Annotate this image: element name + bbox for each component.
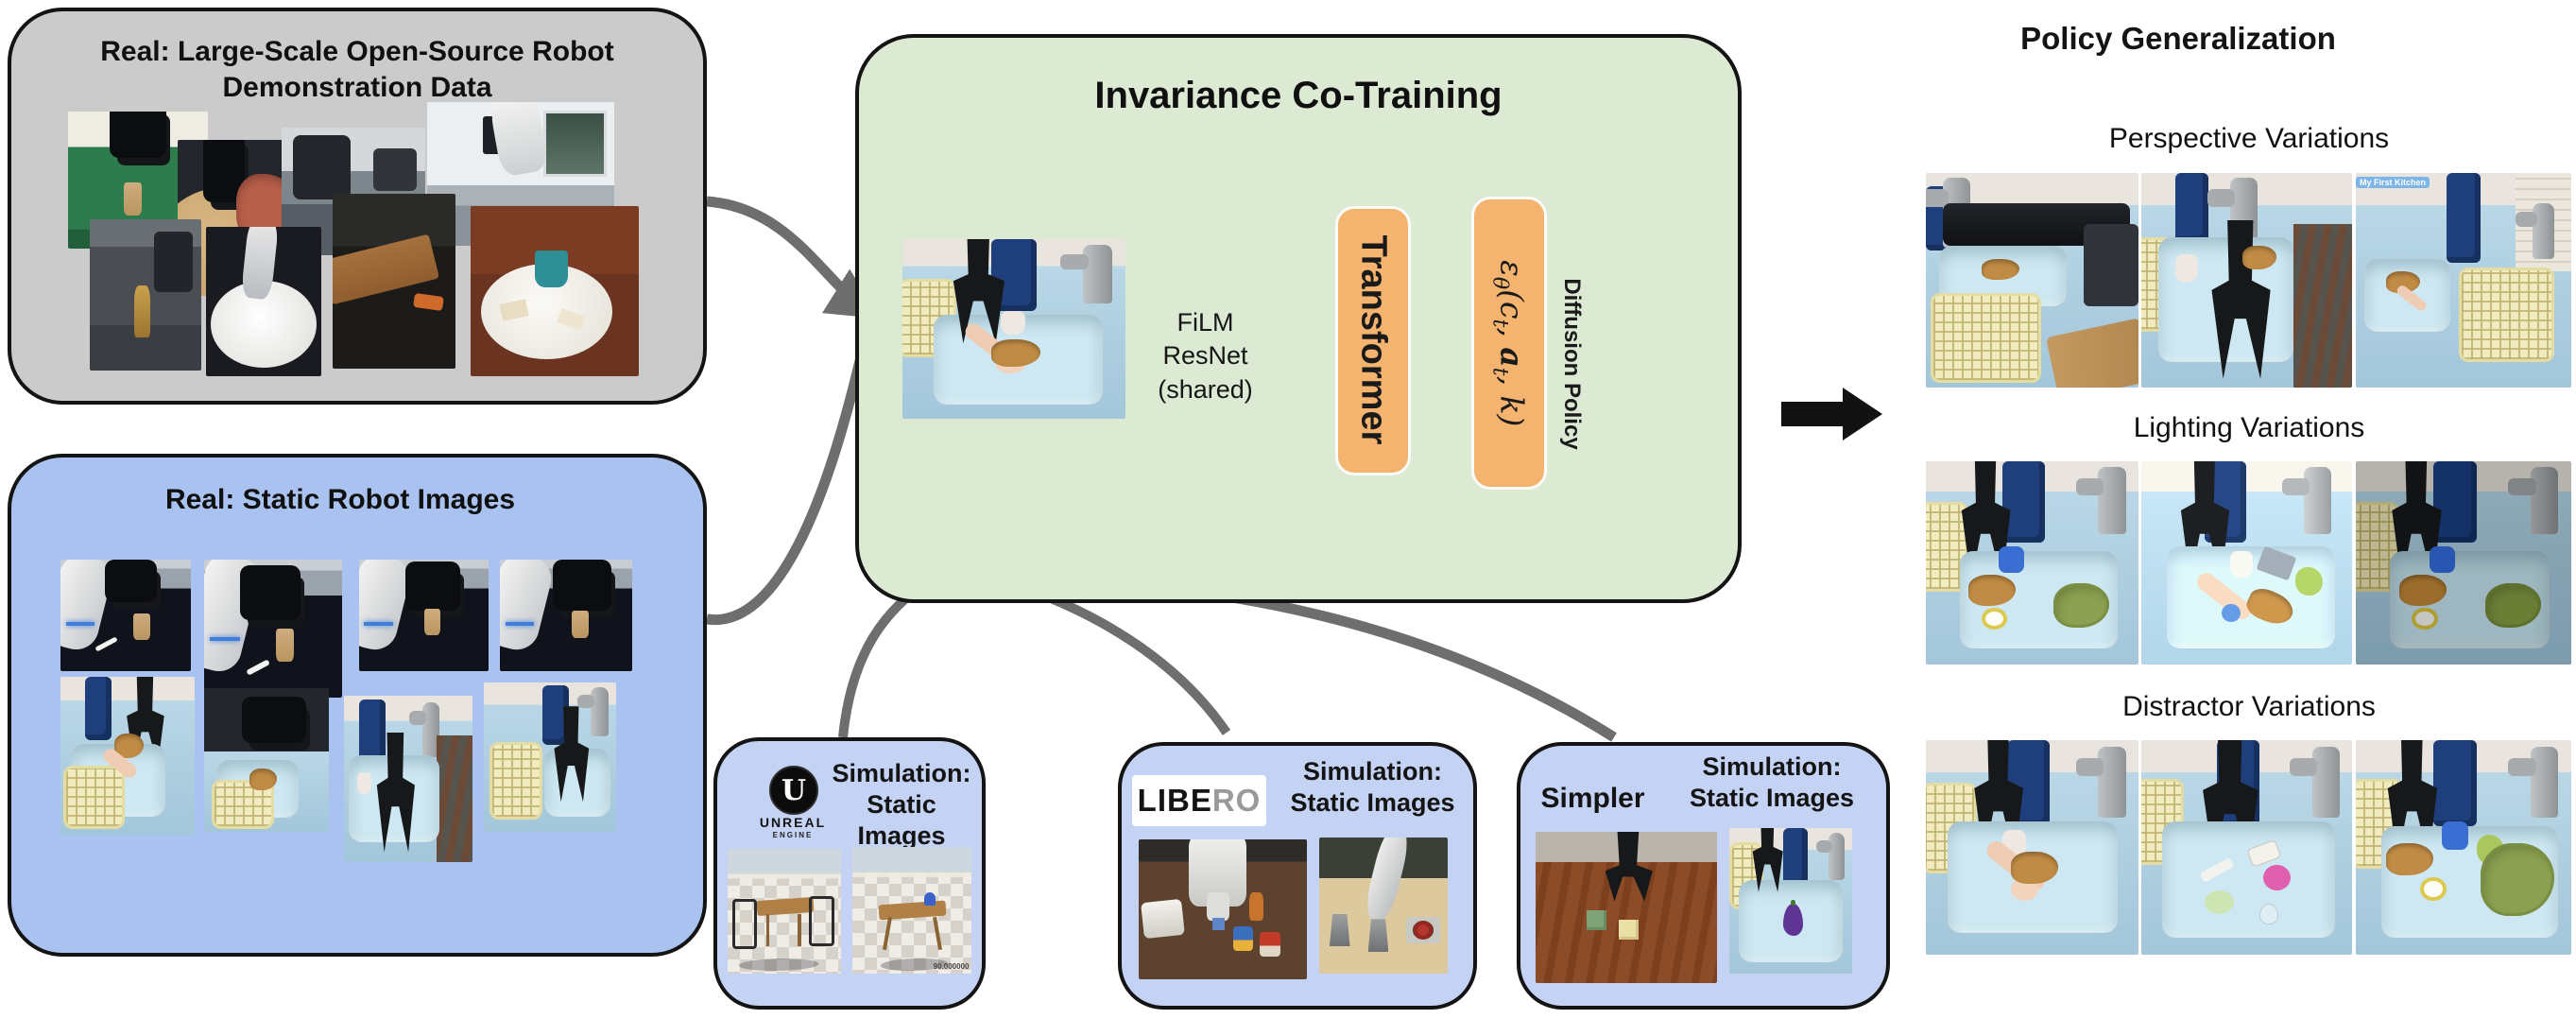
photo-simpler-1 [1536,832,1717,983]
policy-math-arg1: (c [1493,289,1531,320]
unreal-engine-logo-icon: U [769,766,818,815]
real-static-title: Real: Static Robot Images [164,484,516,515]
photo-perspective-2 [2141,173,2352,388]
photo-lighting-2 [2141,461,2352,665]
photo-static-cup-3 [359,560,489,671]
photo-perspective-1 [1926,173,2138,388]
photo-distractor-1 [1926,740,2138,955]
sim-simpler-title-line1: Simulation: [1702,752,1842,781]
sim-libero-title: Simulation: Static Images [1276,756,1469,819]
diffusion-policy-label: Diffusion Policy [1559,278,1585,450]
arrow-static-to-cotrain [706,335,871,626]
kitchen-badge: My First Kitchen [2356,177,2430,188]
photo-static-cup-1 [60,560,191,671]
photo-cotrain-input [902,239,1125,419]
encoder-label-line2: (shared) [1158,374,1253,404]
libero-logo-gray: RO [1211,783,1262,818]
sim-simpler-title-line2: Static Images [1689,783,1855,812]
row-label-perspective: Perspective Variations [2108,123,2390,154]
policy-math-epsilon: ε [1493,260,1531,277]
photo-lighting-1 [1926,461,2138,665]
photo-static-sink-1 [60,677,195,836]
photo-demo-floor [90,219,201,371]
policy-math-arg1-sub: t [1487,319,1512,328]
photo-distractor-2 [2141,740,2352,955]
photo-perspective-3: My First Kitchen [2356,173,2571,388]
cotrain-title: Invariance Co-Training [1094,75,1503,116]
unreal-angle-overlay: 90.000000 [933,962,970,972]
sim-simpler-title: Simulation: Static Images [1663,751,1880,814]
transformer-label: Transformer [1353,234,1394,445]
simpler-label: Simpler [1540,783,1645,814]
policy-math-arg3: , k) [1493,375,1531,427]
unreal-logo-letter: U [781,773,807,807]
unreal-logo-word: UNREAL [759,815,827,830]
encoder-label: FiLM ResNet (shared) [1132,243,1279,470]
policy-math-label: εθ(ct, at, k) [1488,201,1531,485]
arrow-cotrain-to-generalization [1781,388,1882,440]
sim-libero-title-line2: Static Images [1290,787,1455,817]
sim-unreal-title-line1: Simulation: [832,759,971,787]
real-demo-title: Real: Large-Scale Open-Source Robot Demo… [28,34,686,105]
real-demo-title-line2: Demonstration Data [222,71,492,103]
policy-math-comma1: , [1493,327,1531,348]
photo-unreal-2: 90.000000 [852,847,971,974]
photo-static-sink-3 [344,696,472,862]
photo-static-sink-4 [484,682,616,832]
policy-math-theta: θ [1487,276,1512,290]
encoder-label-line1: FiLM ResNet [1162,308,1248,371]
photo-simpler-2 [1729,828,1852,974]
photo-lighting-3 [2356,461,2571,665]
arrow-demo-to-cotrain [706,196,881,320]
libero-logo-black: LIBE [1137,783,1212,818]
row-label-distractor: Distractor Variations [2122,691,2376,722]
photo-demo-workshop [333,194,455,369]
sim-unreal-title: Simulation: Static Images [824,758,979,852]
photo-libero-2 [1319,838,1448,974]
sim-unreal-title-line2: Static Images [857,789,946,850]
real-demo-title-line1: Real: Large-Scale Open-Source Robot [100,36,614,67]
generalization-title: Policy Generalization [2020,21,2336,56]
policy-math-arg2-sub: t [1487,367,1512,376]
diffusion-policy-module [1471,197,1547,490]
transformer-module [1335,206,1411,475]
policy-math-arg2: a [1493,347,1531,368]
photo-distractor-3 [2356,740,2571,955]
sim-libero-title-line1: Simulation: [1303,757,1442,786]
photo-demo-plate [206,227,321,376]
photo-demo-cafe [471,206,639,376]
photo-unreal-1 [728,849,841,974]
photo-libero-1 [1139,839,1307,979]
photo-static-cup-4 [500,560,632,671]
row-label-lighting: Lighting Variations [2133,412,2365,443]
photo-static-sink-2 [204,688,329,832]
unreal-logo-subword: ENGINE [772,831,814,839]
photo-static-cup-2 [204,560,342,698]
